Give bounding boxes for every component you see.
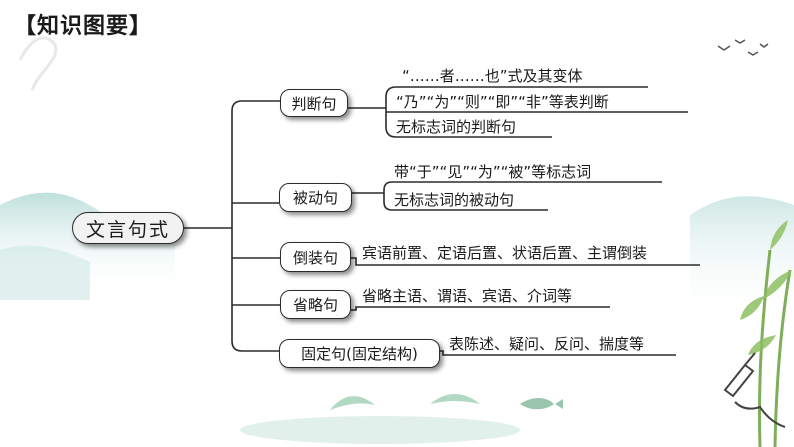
lotus-leaves — [330, 394, 480, 410]
leaf-beidong-2: 无标志词的被动句 — [394, 191, 515, 209]
leaf-guding-1: 表陈述、疑问、反问、揣度等 — [449, 335, 645, 353]
fish-icon — [520, 398, 563, 410]
birds-icon — [717, 39, 769, 56]
mindmap-connectors — [184, 86, 700, 356]
leaf-shenglue-1: 省略主语、谓语、宾语、介词等 — [362, 287, 573, 305]
page-title: 【知识图要】 — [14, 14, 153, 39]
tree-sketch — [18, 36, 58, 91]
pond — [240, 416, 520, 444]
leaf-daozhuang-1: 宾语前置、定语后置、状语后置、主谓倒装 — [362, 244, 648, 262]
node-daozhuang: 倒装句 — [280, 242, 351, 272]
leaf-panduan-3: 无标志词的判断句 — [396, 118, 517, 136]
leaf-panduan-2: “乃”“为”“则”“即”“非”等表判断 — [396, 93, 609, 111]
node-panduan: 判断句 — [280, 89, 348, 117]
leaf-panduan-1: “……者……也”式及其变体 — [402, 67, 583, 85]
leaf-beidong-1: 带“于”“见”“为”“被”等标志词 — [394, 163, 592, 181]
mountain-right — [690, 196, 794, 320]
node-beidong: 被动句 — [279, 183, 352, 212]
mountain-left-2 — [0, 245, 90, 300]
node-guding: 固定句(固定结构) — [279, 339, 440, 368]
brush-icon — [723, 352, 786, 428]
root-node: 文言句式 — [72, 212, 184, 244]
node-shenglue: 省略句 — [280, 290, 351, 319]
